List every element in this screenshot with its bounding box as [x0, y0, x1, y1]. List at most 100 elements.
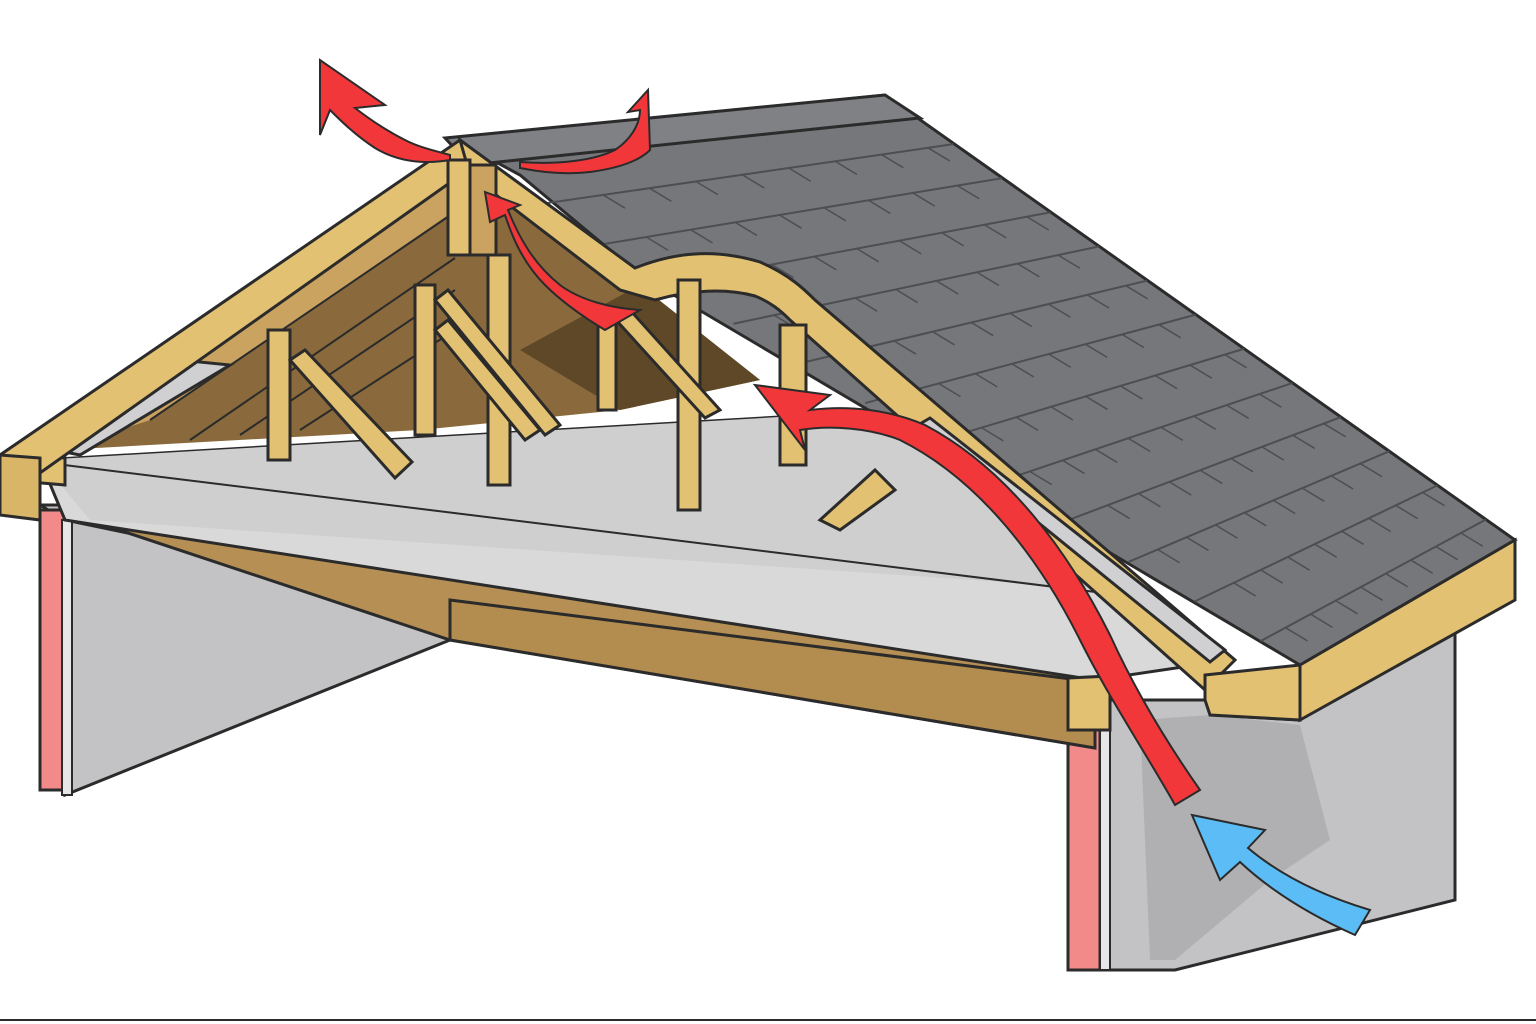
warm-air-arrow-upper — [483, 190, 644, 332]
shingle-tab-slot — [1335, 599, 1358, 615]
shingle-tab-slot — [898, 240, 922, 255]
shingle-tab-slot — [1015, 416, 1039, 432]
shingle-tab-slot — [1048, 303, 1071, 318]
shingle-tab-slot — [1359, 462, 1383, 478]
shingle-tab-slot — [1062, 459, 1085, 475]
shingle-tab-slot — [1168, 481, 1192, 496]
shingle-tab-slot — [956, 184, 980, 200]
shingle-tab-slot — [1260, 569, 1284, 584]
shingle-tab-slot — [1029, 470, 1053, 486]
shingle-tab-slot — [932, 331, 955, 346]
shingle-tab-slot — [1057, 254, 1081, 269]
shingle-tab-slot — [912, 192, 936, 207]
shingle-tab-slot — [1050, 406, 1074, 421]
shingle-tab-slot — [1244, 512, 1267, 527]
shingle-course-line — [996, 382, 1293, 484]
shingle-tab-slot — [1310, 613, 1333, 628]
shingle-tab-slot — [1314, 543, 1338, 558]
front-top-plate — [1066, 674, 1112, 732]
shingle-tab-slot — [1292, 434, 1316, 450]
shingle-tab-slot — [1121, 333, 1145, 349]
shingle-tab-slot — [834, 160, 858, 176]
shingle-tab-slot — [1086, 294, 1110, 309]
shingle-course-line — [601, 177, 1002, 246]
truss-web-5 — [817, 467, 898, 532]
shingle-tab-slot — [1107, 504, 1130, 520]
shingle-tab-slot — [1360, 586, 1383, 601]
shingle-tab-slot — [1048, 353, 1071, 368]
shingle-course-line — [1260, 518, 1487, 643]
truss-post-2 — [413, 283, 437, 437]
shingle-tab-slot — [1230, 457, 1254, 473]
shingle-tab-slot — [983, 224, 1007, 239]
warm-air-arrow-exhaust-left — [319, 58, 451, 163]
shingle-tab-slot — [976, 271, 1000, 287]
shingle-tab-slot — [1125, 285, 1149, 300]
right-eave — [1203, 663, 1302, 722]
shingle-tab-slot — [938, 382, 961, 398]
shingle-course-line — [1128, 450, 1390, 563]
shingle-course-line — [1194, 484, 1438, 603]
shingle-tab-slot — [1261, 446, 1285, 461]
shingle-tab-slot — [1233, 582, 1257, 597]
shingle-tab-slot — [1323, 422, 1347, 438]
shingle-tab-slot — [1259, 393, 1282, 408]
shingle-tab-slot — [868, 199, 891, 215]
king-post — [446, 158, 472, 257]
shingle-course-line — [535, 143, 954, 206]
shingle-tab-slot — [1226, 404, 1249, 419]
shingle-tab-slot — [690, 229, 713, 244]
shingle-tab-slot — [1460, 532, 1484, 547]
shingle-tab-slot — [1026, 216, 1050, 231]
shingle-tab-slot — [1017, 263, 1040, 278]
left-wall-insulation — [38, 508, 66, 792]
shingle-tab-slot — [1157, 548, 1180, 564]
left-fascia — [0, 453, 42, 522]
shingle-tab-slot — [1186, 536, 1209, 552]
shingle-tab-slot — [1341, 530, 1365, 546]
shingle-tab-slot — [974, 373, 998, 388]
left-wall-face — [61, 519, 73, 796]
shingle-tab-slot — [1199, 469, 1223, 485]
shingle-tab-slot — [1158, 323, 1182, 339]
shingle-tab-slot — [881, 153, 904, 169]
truss-post-1 — [266, 328, 292, 462]
shingle-tab-slot — [1011, 363, 1035, 378]
shingle-tab-slot — [941, 232, 965, 247]
shingle-tab-slot — [1385, 572, 1409, 588]
truss-members — [266, 158, 898, 532]
shingle-tab-slot — [1224, 353, 1248, 369]
shingle-tab-slot — [1435, 545, 1459, 561]
shingle-tab-slot — [1273, 499, 1296, 515]
right-fascia — [1298, 537, 1517, 723]
shingle-tab-slot — [1395, 504, 1418, 520]
cool-air-arrow-intake — [1190, 813, 1372, 937]
shingle-tab-slot — [645, 236, 669, 251]
shingle-tab-slot — [981, 427, 1004, 442]
shingle-tab-slot — [649, 187, 672, 203]
shingle-tab-slot — [1160, 426, 1184, 442]
shingle-tab-slot — [1085, 395, 1109, 411]
truss-web-3 — [432, 317, 543, 443]
shingle-tab-slot — [734, 221, 758, 237]
shingle-courses — [535, 143, 1487, 643]
shingle-tab-slot — [1138, 492, 1161, 508]
shingle-tab-slot — [823, 206, 847, 222]
shingle-tab-slot — [1287, 556, 1311, 571]
shingle-tab-slot — [1285, 627, 1308, 642]
shingle-tab-slot — [1368, 517, 1391, 533]
shingle-tab-slot — [602, 194, 626, 209]
warm-air-arrow-exhaust-right — [519, 87, 652, 175]
shingle-tab-slot — [970, 321, 994, 337]
warm-air-arrow-long — [752, 383, 1202, 807]
shingle-tab-slot — [854, 297, 878, 312]
shingle-tab-slot — [1330, 475, 1354, 490]
shingle-tab-slot — [1215, 524, 1238, 539]
shingle-tab-slot — [1410, 559, 1434, 574]
shingle-tab-slot — [1189, 364, 1213, 379]
ceiling-beam-front — [448, 598, 1097, 750]
shingle-tab-slot — [741, 174, 765, 189]
shingle-tab-slot — [927, 147, 951, 162]
shingle-tab-slot — [771, 263, 795, 279]
shingle-tab-slot — [1422, 491, 1445, 507]
